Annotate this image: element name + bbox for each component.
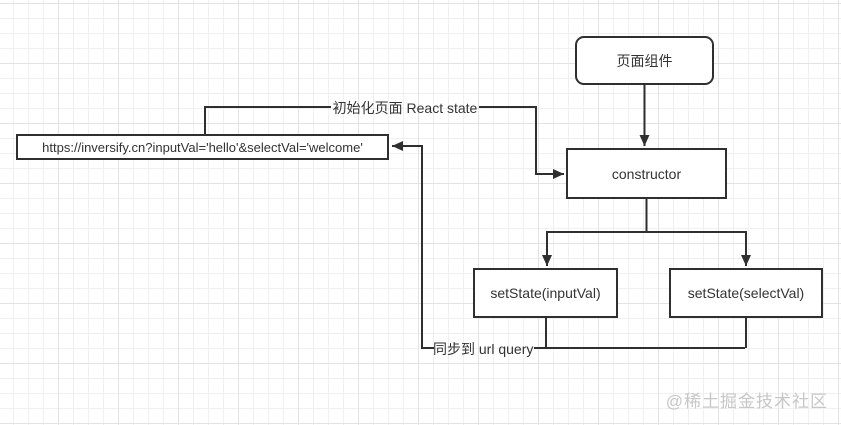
node-setstate-selectval: setState(selectVal) [669, 268, 823, 318]
node-setstate-selectval-label: setState(selectVal) [687, 285, 805, 301]
node-url-box-label: https://inversify.cn?inputVal='hello'&se… [42, 139, 363, 155]
edge-setstate-to-sync-label [534, 318, 747, 349]
edge-sync-label-to-urlbox [392, 141, 434, 349]
node-url-box: https://inversify.cn?inputVal='hello'&se… [16, 134, 389, 160]
node-setstate-inputval: setState(inputVal) [473, 268, 618, 318]
edge-label-init-react-state: 初始化页面 React state [332, 100, 478, 116]
juejin-watermark: @稀土掘金技术社区 [665, 392, 828, 411]
node-constructor-label: constructor [611, 165, 682, 182]
edge-init-label-to-constructor [479, 106, 564, 179]
edge-label-sync-url-query: 同步到 url query [433, 341, 534, 357]
node-page-component: 页面组件 [575, 36, 714, 85]
node-constructor: constructor [566, 148, 727, 199]
edge-init-label-to-urlbox [204, 106, 331, 134]
edge-constructor-split [547, 199, 746, 233]
node-page-component-label: 页面组件 [616, 52, 673, 69]
node-setstate-inputval-label: setState(inputVal) [490, 285, 601, 301]
